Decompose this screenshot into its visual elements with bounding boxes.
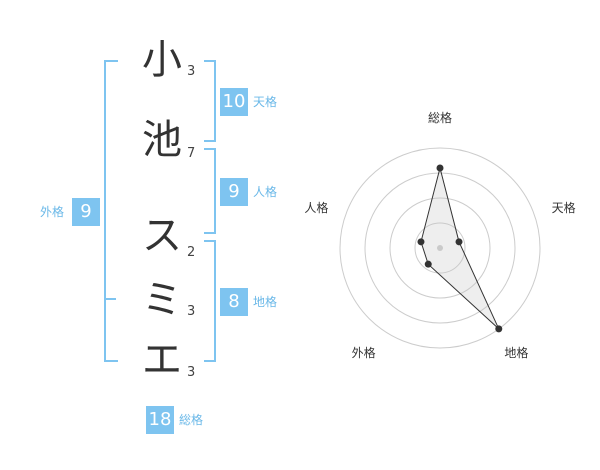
radar-ring-3 (364, 172, 516, 324)
radar-polygon (420, 167, 500, 330)
tenkaku-label: 天格 (253, 95, 278, 109)
radar-axis-label: 外格 (352, 345, 376, 360)
radar-point-4 (424, 260, 432, 268)
radar-point-3 (495, 325, 503, 333)
gaikaku-value: 9 (72, 198, 100, 226)
stroke-count-4: 3 (187, 304, 196, 319)
chikaku-value: 8 (220, 288, 248, 316)
name-char-1: 小 (142, 37, 182, 83)
soukaku-value: 18 (146, 406, 174, 434)
jinkaku-label: 人格 (253, 185, 278, 199)
stroke-count-3: 2 (187, 245, 196, 260)
name-char-5: エ (142, 337, 182, 383)
radar-center (437, 245, 443, 251)
gaikaku-divider (106, 298, 116, 300)
radar-axis-label: 総格 (428, 110, 452, 125)
radar-ring-2 (389, 197, 491, 299)
radar-axis-label: 人格 (304, 200, 328, 215)
chikaku-label: 地格 (253, 295, 278, 309)
radar-point-2 (455, 238, 463, 246)
name-char-2: 池 (142, 117, 182, 163)
name-char-3: ス (142, 213, 182, 259)
tenkaku-bracket (204, 60, 216, 142)
radar-point-1 (436, 164, 444, 172)
chikaku-bracket (204, 240, 216, 362)
jinkaku-bracket (204, 148, 216, 234)
radar-axis-label: 地格 (504, 345, 528, 360)
radar-ring-4 (339, 147, 541, 349)
jinkaku-value: 9 (220, 178, 248, 206)
name-char-4: ミ (142, 277, 182, 323)
radar-axis-label: 天格 (552, 200, 576, 215)
stroke-count-5: 3 (187, 365, 196, 380)
radar-ring-1 (414, 222, 466, 274)
stroke-count-2: 7 (187, 146, 196, 161)
gaikaku-label: 外格 (40, 205, 65, 219)
tenkaku-value: 10 (220, 88, 248, 116)
radar-point-5 (417, 238, 425, 246)
stroke-count-1: 3 (187, 64, 196, 79)
soukaku-label: 総格 (179, 413, 204, 427)
gaikaku-bracket (104, 60, 118, 362)
